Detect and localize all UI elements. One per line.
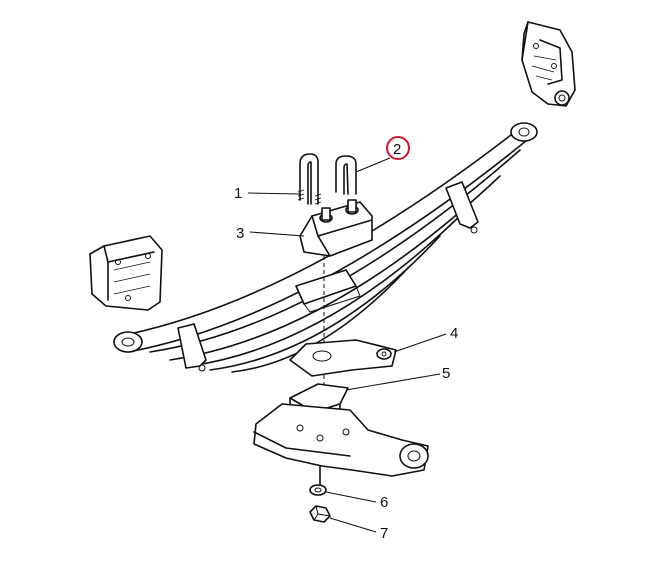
leader-line-7 [329,517,377,533]
front-hanger-bracket [89,235,163,311]
callout-1: 1 [234,185,242,202]
callout-2-highlight-ring [386,136,410,160]
washer [309,484,327,496]
u-bolt-right [335,155,357,195]
callout-3: 3 [236,225,244,242]
front-spring-eye [113,331,143,353]
leader-line-2 [355,157,391,173]
callout-4: 4 [450,325,458,342]
axle-seat-bracket [253,403,429,487]
leader-line-3 [249,231,305,237]
callout-2: 2 [393,141,401,158]
u-bolt-plate [289,339,397,377]
spacer-block [299,199,373,257]
leader-line-4 [393,333,447,353]
leader-line-6 [325,491,377,503]
rear-rebound-clip [445,181,479,234]
nut [309,505,331,523]
u-bolt-left [297,153,322,205]
rear-spring-eye [510,122,538,142]
leaf-spring [113,122,538,373]
callout-5: 5 [442,365,450,382]
front-rebound-clip [177,323,207,372]
leader-line-1 [247,192,301,195]
rear-hanger-bracket [521,21,576,107]
callout-7: 7 [380,525,388,542]
callout-6: 6 [380,494,388,511]
leader-line-5 [345,373,441,391]
